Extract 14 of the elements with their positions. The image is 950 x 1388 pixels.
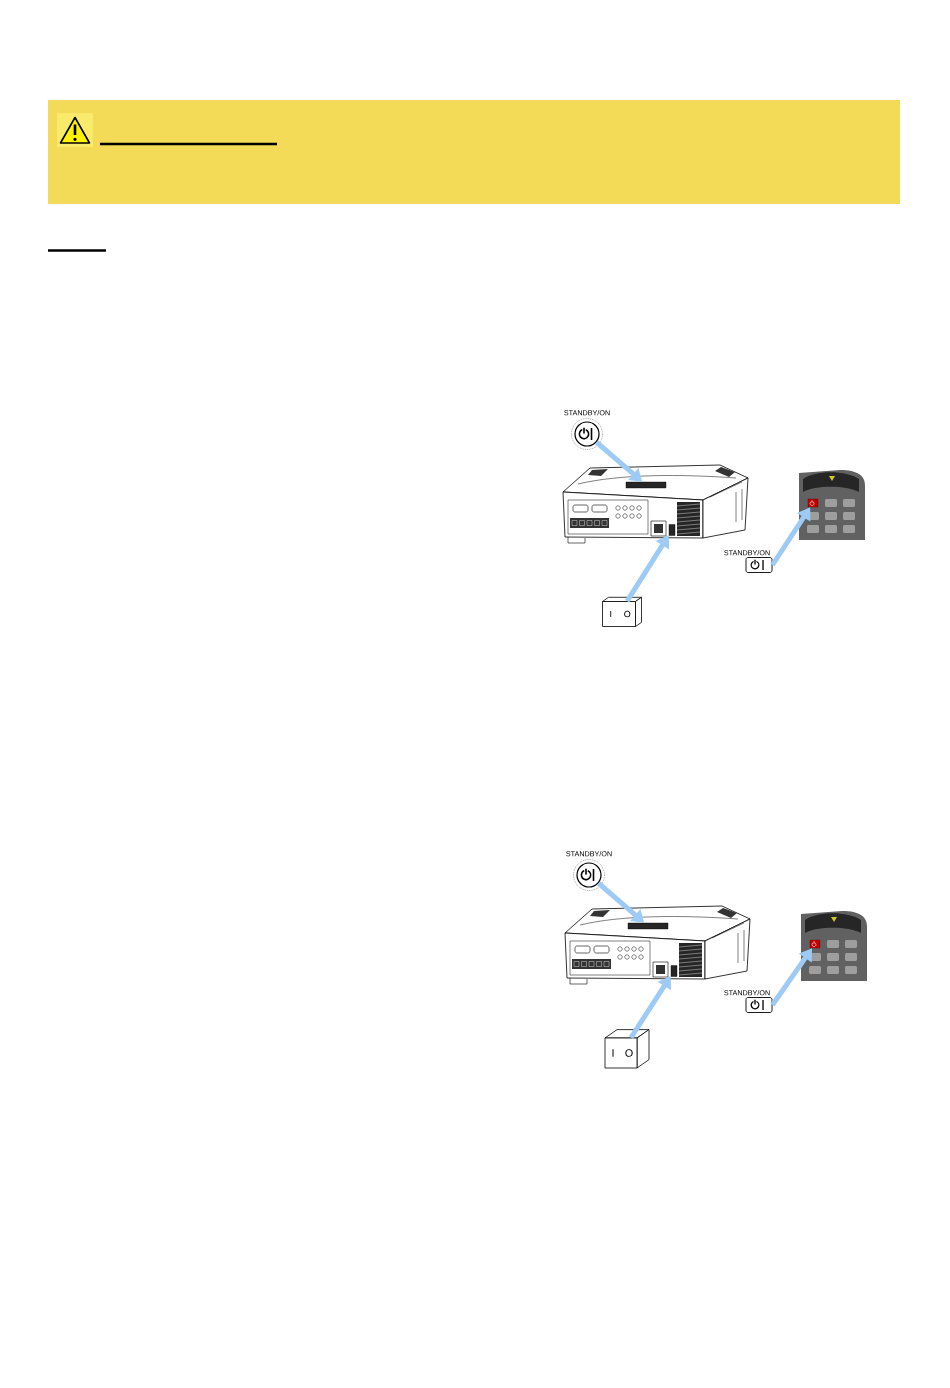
remote-power-key	[809, 939, 821, 949]
rocker-switch: I O	[604, 1029, 650, 1069]
rocker-switch: I O	[602, 596, 642, 627]
remote-power-key	[807, 498, 819, 508]
main-switch	[670, 965, 678, 977]
remote-control-drawing	[799, 470, 865, 540]
projector-drawing	[564, 905, 751, 985]
main-switch	[668, 524, 676, 536]
arrow	[625, 535, 670, 603]
control-panel	[627, 922, 669, 930]
remote-control-drawing	[801, 911, 867, 981]
arrow	[628, 976, 671, 1039]
projector-drawing	[562, 464, 749, 544]
control-panel	[625, 481, 667, 489]
